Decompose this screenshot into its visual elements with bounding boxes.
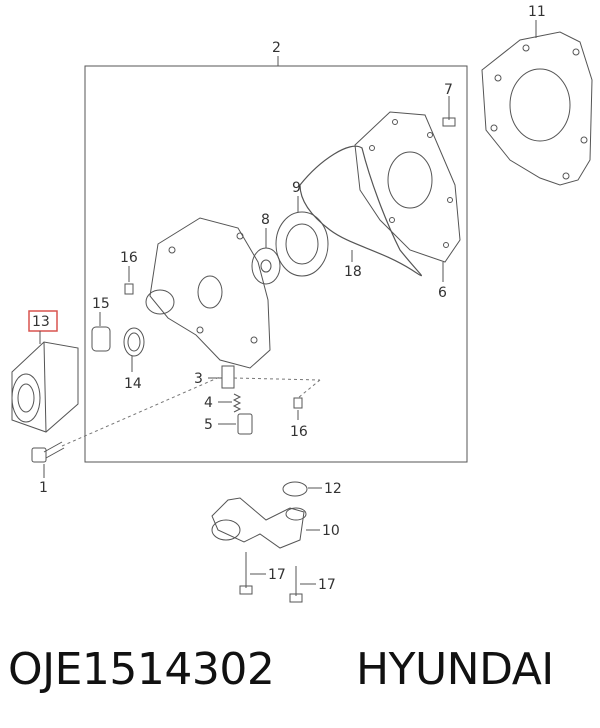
- callout-16-lower: 16: [290, 424, 308, 440]
- callout-2: 2: [272, 40, 281, 56]
- pump-housing-part: [145, 217, 271, 369]
- callout-12: 12: [324, 481, 342, 497]
- housing-bolt-part: [31, 441, 65, 463]
- callout-11: 11: [528, 4, 546, 20]
- callout-5: 5: [204, 417, 213, 433]
- oil-strainer-part: [211, 497, 307, 549]
- callout-15: 15: [92, 296, 110, 312]
- assembly-dashed-lines: [61, 375, 321, 447]
- gasket-part: [481, 31, 593, 186]
- callout-6: 6: [438, 285, 447, 301]
- inner-rotor-part: [251, 247, 281, 285]
- plug-part: [221, 365, 235, 389]
- oil-seal-part: [123, 327, 145, 357]
- bushing-part: [91, 326, 111, 352]
- callout-8: 8: [261, 212, 270, 228]
- bolt-part: [442, 98, 456, 127]
- callout-9: 9: [292, 180, 301, 196]
- callout-16-upper: 16: [120, 250, 138, 266]
- assembly-frame: [84, 65, 468, 463]
- dowel-pin-lower-part: [293, 397, 303, 409]
- strainer-bolt-right-part: [289, 566, 303, 603]
- callout-17-right: 17: [318, 577, 336, 593]
- seal-wire-part: [299, 145, 422, 277]
- callout-17-left: 17: [268, 567, 286, 583]
- callout-1: 1: [39, 480, 48, 496]
- cover-part: [354, 111, 461, 263]
- relief-valve-part: [237, 413, 253, 435]
- o-ring-part: [282, 481, 308, 497]
- dowel-pin-upper-part: [124, 283, 134, 295]
- oil-filter-part: [11, 341, 79, 433]
- part-number: OJE1514302: [8, 644, 275, 695]
- spring-part: [232, 393, 242, 413]
- brand-name: HYUNDAI: [356, 644, 554, 695]
- callout-4: 4: [204, 395, 213, 411]
- callout-13: 13: [32, 314, 50, 330]
- highlight-box-13: [28, 310, 58, 332]
- strainer-bolt-left-part: [239, 552, 253, 595]
- outer-rotor-part: [275, 211, 329, 277]
- callout-18: 18: [344, 264, 362, 280]
- callout-7: 7: [444, 82, 453, 98]
- callout-10: 10: [322, 523, 340, 539]
- callout-14: 14: [124, 376, 142, 392]
- callout-3: 3: [194, 371, 203, 387]
